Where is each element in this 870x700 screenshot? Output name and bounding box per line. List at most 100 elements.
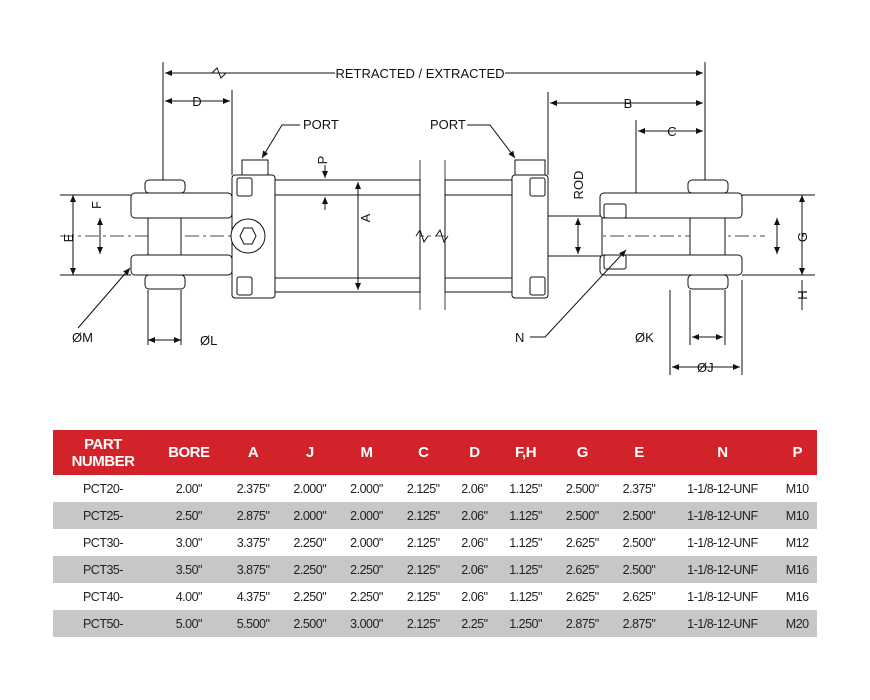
table-cell: 1.125"	[509, 535, 542, 550]
dim-j-label: ØJ	[697, 360, 714, 375]
table-cell: 2.500"	[610, 502, 668, 529]
table-cell: 2.25"	[451, 610, 498, 637]
table-cell: 1.125"	[497, 556, 554, 583]
cylinder-drawing: RETRACTED / EXTRACTED D B C PORT PORT P …	[60, 62, 815, 375]
dim-b-label: B	[624, 96, 633, 111]
dim-c-label: C	[667, 124, 676, 139]
column-header: J	[281, 430, 339, 475]
table-cell: 1.125"	[509, 481, 542, 496]
dim-f-label: F	[89, 201, 104, 209]
table-cell: 3.50"	[153, 556, 225, 583]
table-cell: 2.500"	[622, 535, 656, 550]
dim-k-label: ØK	[635, 330, 654, 345]
table-cell: 4.375"	[236, 589, 270, 604]
table-row: PCT20- 2.00" 2.375" 2.000" 2.000" 2.125" 2.06"…	[53, 475, 817, 502]
table-cell: 2.250"	[350, 589, 383, 604]
column-header: G	[553, 430, 611, 475]
dim-e-label: E	[61, 233, 76, 242]
table-cell: 2.125"	[406, 535, 440, 550]
column-header: C	[394, 430, 452, 475]
table-cell: M12	[785, 535, 809, 550]
dim-d-label: D	[192, 94, 201, 109]
table-cell: 1-1/8-12-UNF	[687, 481, 758, 496]
table-cell: 5.500"	[224, 610, 282, 637]
table-cell: 2.06"	[451, 502, 498, 529]
table-cell: 2.875"	[553, 610, 611, 637]
table-cell: PCT30-	[82, 535, 124, 550]
table-cell: 2.250"	[338, 556, 395, 583]
table-cell: 2.500"	[281, 610, 339, 637]
table-cell: 2.000"	[293, 481, 327, 496]
table-cell: 1.125"	[509, 589, 542, 604]
table-cell: 2.875"	[610, 610, 668, 637]
table-cell: PCT50-	[53, 610, 153, 637]
table-cell: 2.125"	[406, 589, 440, 604]
table-cell: 2.000"	[350, 535, 383, 550]
table-cell: PCT25-	[53, 502, 153, 529]
table-cell: 1-1/8-12-UNF	[667, 610, 778, 637]
table-cell: M16	[785, 589, 809, 604]
table-cell: PCT35-	[53, 556, 153, 583]
table-cell: 2.06"	[461, 481, 488, 496]
column-header: A	[224, 430, 282, 475]
table-cell: 2.500"	[553, 502, 611, 529]
table-cell: 2.125"	[394, 610, 452, 637]
table-cell: 3.875"	[224, 556, 282, 583]
table-cell: 2.250"	[293, 535, 327, 550]
table-cell: 2.06"	[461, 535, 488, 550]
table-cell: 2.625"	[622, 589, 656, 604]
table-cell: 2.000"	[350, 481, 383, 496]
table-cell: 5.00"	[153, 610, 225, 637]
dim-a-label: A	[358, 213, 373, 222]
column-header: PART NUMBER	[53, 430, 153, 475]
column-header: E	[610, 430, 668, 475]
column-header: M	[338, 430, 395, 475]
port-left-label: PORT	[303, 117, 339, 132]
retracted-extracted-label: RETRACTED / EXTRACTED	[335, 66, 504, 81]
table-cell: 2.125"	[394, 556, 452, 583]
table-cell: 2.000"	[338, 502, 395, 529]
dim-n-label: N	[515, 330, 524, 345]
table-cell: 4.00"	[175, 589, 203, 604]
dim-rod-label: ROD	[571, 171, 586, 200]
table-cell: PCT40-	[82, 589, 124, 604]
table-cell: PCT20-	[82, 481, 124, 496]
table-cell: 2.125"	[394, 502, 452, 529]
table-cell: 1.250"	[497, 610, 554, 637]
dim-p-label: P	[315, 156, 330, 165]
table-cell: M10	[785, 481, 809, 496]
table-cell: 1.125"	[497, 502, 554, 529]
table-cell: 2.50"	[153, 502, 225, 529]
table-row: PCT50-5.00"5.500"2.500"3.000"2.125"2.25"…	[53, 610, 817, 637]
table-cell: 2.125"	[406, 481, 440, 496]
table-row: PCT35-3.50"3.875"2.250"2.250"2.125"2.06"…	[53, 556, 817, 583]
column-header: F,H	[497, 430, 554, 475]
column-header: D	[451, 430, 498, 475]
table-cell: M20	[777, 610, 817, 637]
table-cell: 2.250"	[293, 589, 327, 604]
table-row: PCT30-3.00"3.375"2.250"2.000"2.125"2.06"…	[53, 529, 817, 556]
table-cell: 2.250"	[281, 556, 339, 583]
dim-g-label: G	[795, 232, 810, 242]
table-row: PCT40-4.00"4.375"2.250"2.250"2.125"2.06"…	[53, 583, 817, 610]
table-cell: 2.625"	[565, 535, 599, 550]
table-cell: 2.06"	[451, 556, 498, 583]
column-header: BORE	[153, 430, 225, 475]
table-cell: 2.375"	[236, 481, 270, 496]
table-cell: 3.00"	[175, 535, 203, 550]
table-cell: 3.000"	[338, 610, 395, 637]
table-cell: 2.875"	[224, 502, 282, 529]
dim-h-label: H	[795, 290, 810, 299]
table-cell: 2.500"	[565, 481, 599, 496]
table-cell: 1-1/8-12-UNF	[667, 502, 778, 529]
port-right-label: PORT	[430, 117, 466, 132]
table-cell: 1-1/8-12-UNF	[687, 589, 758, 604]
table-cell: 2.625"	[565, 589, 599, 604]
column-header: P	[777, 430, 817, 475]
table-cell: M10	[777, 502, 817, 529]
table-cell: 2.00"	[175, 481, 203, 496]
table-cell: 2.000"	[281, 502, 339, 529]
table-cell: 1-1/8-12-UNF	[687, 535, 758, 550]
table-cell: 2.625"	[553, 556, 611, 583]
